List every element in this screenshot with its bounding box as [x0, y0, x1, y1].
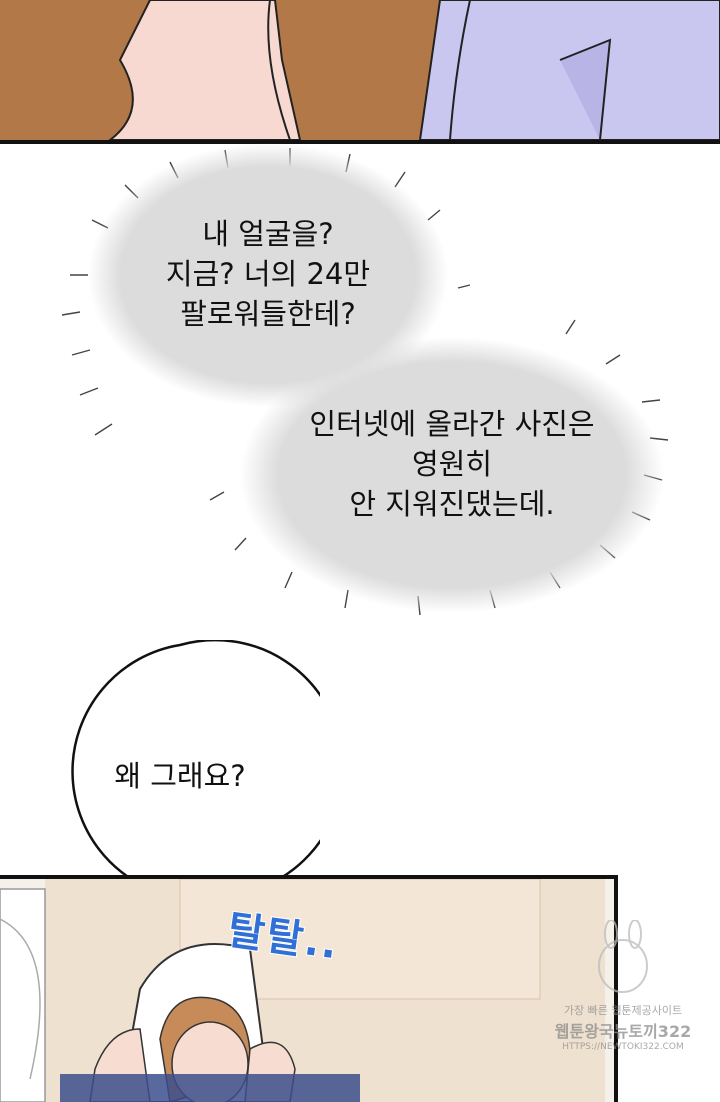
speech-bubble-text: 왜 그래요?: [114, 759, 246, 793]
bottom-panel: [0, 875, 618, 1102]
watermark-line-3: HTTPS://NEWTOKI322.COM: [562, 1042, 684, 1052]
top-panel-art: [0, 0, 720, 140]
thought-bubble-text-2: 인터넷에 올라간 사진은 영원히 안 지워진댔는데.: [309, 407, 595, 521]
watermark: 가장 빠른 웹툰제공사이트 웹툰왕국뉴토끼322 HTTPS://NEWTOKI…: [548, 920, 698, 1052]
watermark-mascot-icon: [598, 920, 648, 993]
watermark-line-1: 가장 빠른 웹툰제공사이트: [563, 1004, 683, 1017]
top-panel: [0, 0, 720, 144]
bottom-panel-art: [0, 879, 614, 1102]
watermark-line-2: 웹툰왕국뉴토끼322: [554, 1022, 692, 1041]
thought-bubble-text-1: 내 얼굴을? 지금? 너의 24만 팔로워들한테?: [165, 217, 371, 331]
thought-bubbles-art: [61, 143, 669, 616]
